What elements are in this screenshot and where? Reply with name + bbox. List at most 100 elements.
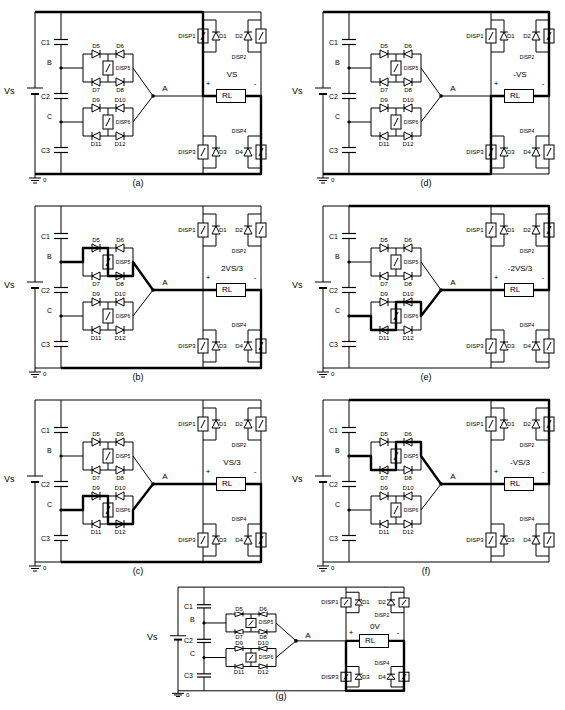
circuit-label: DISP3 <box>178 537 195 543</box>
circuit-label: DISP6 <box>404 120 418 125</box>
circuit-label: D6 <box>404 431 412 437</box>
ground-symbol <box>321 183 325 184</box>
battery-symbol <box>315 476 331 477</box>
panel-caption: (c) <box>133 567 144 576</box>
ground-symbol <box>174 694 182 695</box>
circuit-label: DISP5 <box>404 260 418 265</box>
ground-symbol <box>29 372 41 373</box>
circuit-label: DISP6 <box>116 314 130 319</box>
circuit-label: D7 <box>380 281 388 287</box>
circuit-label: - <box>542 80 545 88</box>
wire <box>276 641 296 658</box>
diode-symbol <box>259 646 260 651</box>
diode-symbol <box>92 78 93 86</box>
diode-symbol <box>380 104 388 112</box>
circuit-label: DISP2 <box>232 443 246 448</box>
switch-symbol <box>486 29 496 43</box>
source-wire <box>35 206 36 282</box>
circuit-label: D6 <box>259 606 267 612</box>
diode-symbol <box>116 326 124 334</box>
circuit-label: C3 <box>329 341 338 348</box>
circuit-label: D9 <box>92 485 100 491</box>
junction-dot <box>59 454 62 457</box>
switch-symbol <box>198 417 208 431</box>
circuit-label: B <box>47 253 52 260</box>
circuit-label: C2 <box>329 481 338 488</box>
wire <box>349 541 350 563</box>
circuit-label: D9 <box>380 485 388 491</box>
circuit-label: C <box>335 501 340 508</box>
capacitor-symbol <box>54 233 68 234</box>
diode-symbol <box>116 244 124 252</box>
diode-symbol <box>92 132 93 140</box>
circuit-label: D6 <box>404 43 412 49</box>
capacitor-symbol <box>54 147 68 148</box>
ground-symbol <box>321 571 325 572</box>
diode-symbol <box>235 611 243 616</box>
circuit-label: DISP2 <box>520 55 534 60</box>
circuit-label: D7 <box>92 475 100 481</box>
circuit-label: D4 <box>523 149 531 155</box>
circuit-label: D9 <box>92 291 100 297</box>
top-rail <box>35 400 261 401</box>
circuit-label: D8 <box>259 634 267 640</box>
capacitor-symbol <box>197 673 211 674</box>
circuit-label: C1 <box>329 39 338 46</box>
diode-symbol <box>92 326 100 334</box>
circuit-label: DISP5 <box>259 620 273 625</box>
circuit-label: - <box>542 468 545 476</box>
diode-symbol <box>404 466 412 474</box>
diode-symbol <box>244 536 252 537</box>
wire <box>83 302 84 330</box>
circuit-label: D11 <box>91 141 102 147</box>
battery-symbol <box>27 476 43 477</box>
diode-symbol <box>243 611 244 616</box>
source-wire <box>35 482 36 562</box>
circuit-label: D1 <box>219 33 227 39</box>
switch-symbol <box>201 148 205 156</box>
circuit-label: D10 <box>402 291 413 297</box>
circuit-label: D7 <box>92 87 100 93</box>
ground-symbol <box>31 568 39 569</box>
source-wire <box>35 400 36 476</box>
circuit-label: D9 <box>92 97 100 103</box>
circuit-label: D12 <box>114 141 125 147</box>
diode-symbol <box>244 148 252 149</box>
circuit-label: D8 <box>116 475 124 481</box>
wire <box>349 12 350 40</box>
circuit-label: C <box>335 113 340 120</box>
current-path <box>61 484 261 562</box>
switch-symbol <box>106 452 110 460</box>
diode-symbol <box>404 520 412 528</box>
switch-symbol <box>106 312 110 320</box>
circuit-label: DISP2 <box>520 443 534 448</box>
circuit-label: C3 <box>41 535 50 542</box>
circuit-label: D3 <box>219 537 227 543</box>
wire <box>421 262 441 290</box>
source-wire <box>323 482 324 562</box>
diode-symbol <box>244 420 252 428</box>
circuit-label: 0 <box>331 371 334 377</box>
ground-symbol <box>176 696 180 697</box>
circuit-label: D10 <box>114 485 125 491</box>
diode-symbol <box>116 438 124 446</box>
switch-symbol <box>391 255 401 269</box>
circuit-label: D11 <box>234 669 245 675</box>
panel-caption: (b) <box>133 373 144 382</box>
wire <box>61 12 62 40</box>
ground-symbol <box>35 562 36 566</box>
circuit-label: + <box>206 274 211 282</box>
circuit-label: B <box>47 447 52 454</box>
switch-symbol <box>547 342 551 350</box>
circuit-label: D2 <box>523 33 531 39</box>
resistor-label: RL <box>222 91 232 100</box>
diode-symbol <box>235 646 243 651</box>
circuit-label: C1 <box>329 233 338 240</box>
current-path <box>349 206 549 330</box>
circuit-label: B <box>335 59 340 66</box>
circuit-label: B <box>335 447 340 454</box>
diode-symbol <box>380 492 388 500</box>
circuit-label: A <box>305 632 310 640</box>
diode-symbol <box>532 148 540 156</box>
circuit-label: DISP2 <box>232 249 246 254</box>
